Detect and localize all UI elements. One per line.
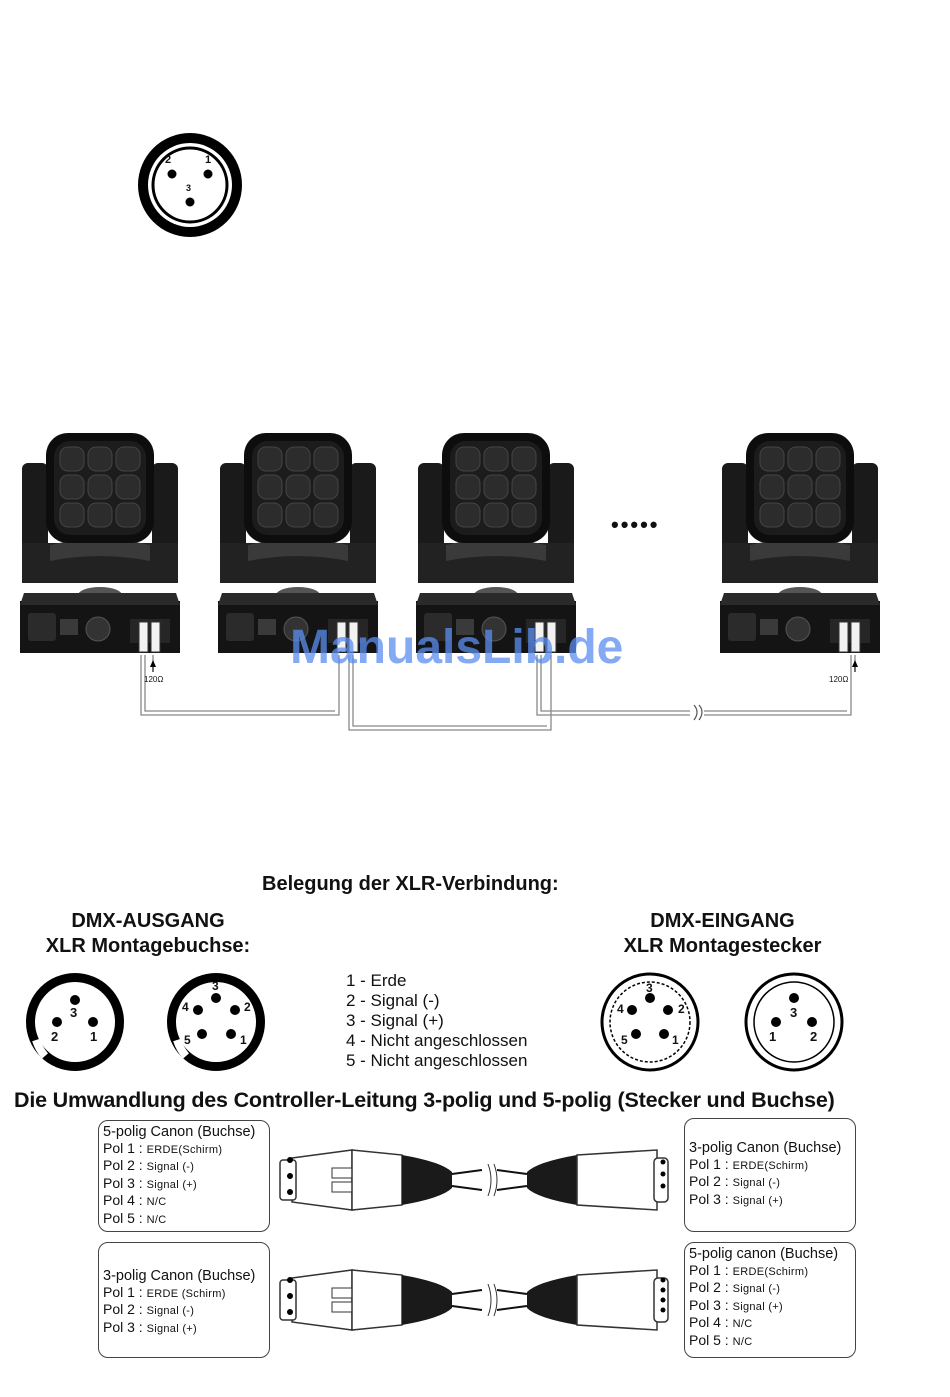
box-row: Pol 5 : N/C bbox=[689, 1331, 753, 1348]
pin-label: 3 bbox=[70, 1005, 78, 1020]
pin-label: 3 bbox=[212, 979, 219, 993]
terminator-label-left: 120Ω bbox=[144, 675, 164, 684]
pin-label: 1 bbox=[205, 154, 212, 166]
pin-label: 2 bbox=[51, 1029, 59, 1044]
dmx-input-heading: DMX-EINGANG XLR Montagestecker bbox=[600, 910, 845, 958]
dmx-input-line1: DMX-EINGANG bbox=[650, 910, 795, 932]
pin-label: 1 bbox=[769, 1029, 777, 1044]
chain-ellipsis: ••••• bbox=[611, 512, 660, 537]
box-row: Pol 3 : Signal (+) bbox=[103, 1174, 197, 1191]
box-row: Pol 1 : ERDE(Schirm) bbox=[103, 1139, 223, 1156]
pin-label: 5 bbox=[621, 1033, 628, 1047]
box-row: Pol 1 : ERDE(Schirm) bbox=[689, 1261, 809, 1278]
box-row: Pol 3 : Signal (+) bbox=[103, 1318, 197, 1335]
terminator-label-right: 120Ω bbox=[829, 675, 849, 684]
adapter-box-3pin-female-right: 3-polig Canon (Buchse) Pol 1 : ERDE(Schi… bbox=[684, 1118, 856, 1232]
pin-label: 1 bbox=[90, 1029, 98, 1044]
pin-label: 4 bbox=[182, 1000, 189, 1014]
pin-label: 2 bbox=[678, 1002, 685, 1016]
box-title: 3-polig Canon (Buchse) bbox=[103, 1268, 256, 1284]
box-row: Pol 2 : Signal (-) bbox=[689, 1279, 781, 1295]
dmx-output-line2: XLR Montagebuchse: bbox=[45, 935, 251, 957]
box-row: Pol 2 : Signal (-) bbox=[103, 1157, 195, 1173]
box-row: Pol 3 : Signal (+) bbox=[689, 1190, 783, 1207]
pin-assignment: 4 - Nicht angeschlossen bbox=[346, 1031, 528, 1050]
box-title: 5-polig Canon (Buchse) bbox=[103, 1124, 256, 1140]
dmx-output-heading: DMX-AUSGANG XLR Montagebuchse: bbox=[28, 910, 268, 958]
adapter-box-3pin-female-left: 3-polig Canon (Buchse) Pol 1 : ERDE (Sch… bbox=[98, 1242, 270, 1358]
pin-assignment: 5 - Nicht angeschlossen bbox=[346, 1051, 528, 1070]
pin-label: 2 bbox=[810, 1029, 818, 1044]
pin-label: 3 bbox=[186, 183, 192, 193]
box-row: Pol 3 : Signal (+) bbox=[689, 1296, 783, 1313]
xlr-assignment-title: Belegung der XLR-Verbindung: bbox=[262, 873, 559, 895]
conversion-title: Die Umwandlung des Controller-Leitung 3-… bbox=[14, 1088, 835, 1112]
pin-assignment: 1 - Erde bbox=[346, 971, 407, 990]
pin-label: 3 bbox=[646, 981, 653, 995]
box-row: Pol 2 : Signal (-) bbox=[103, 1301, 195, 1317]
adapter-box-5pin-female: 5-polig Canon (Buchse) Pol 1 : ERDE(Schi… bbox=[98, 1120, 270, 1232]
box-title: 5-polig canon (Buchse) bbox=[689, 1246, 839, 1262]
pin-label: 2 bbox=[244, 1000, 251, 1014]
pin-label: 4 bbox=[617, 1002, 624, 1016]
box-row: Pol 4 : N/C bbox=[689, 1314, 753, 1330]
pin-assignment: 3 - Signal (+) bbox=[346, 1011, 444, 1030]
pin-label: 1 bbox=[240, 1033, 247, 1047]
pin-assignment: 2 - Signal (-) bbox=[346, 991, 440, 1010]
pin-label: 3 bbox=[790, 1005, 798, 1020]
pin-label: 1 bbox=[672, 1033, 679, 1047]
box-row: Pol 5 : N/C bbox=[103, 1209, 167, 1226]
adapter-box-5pin-canon: 5-polig canon (Buchse) Pol 1 : ERDE(Schi… bbox=[684, 1242, 856, 1358]
box-title: 3-polig Canon (Buchse) bbox=[689, 1140, 842, 1156]
pin-assignment-list: 1 - Erde 2 - Signal (-) 3 - Signal (+) 4… bbox=[346, 971, 527, 1071]
box-row: Pol 2 : Signal (-) bbox=[689, 1173, 781, 1189]
pin-label: 5 bbox=[184, 1033, 191, 1047]
pin-label: 2 bbox=[165, 154, 172, 166]
watermark: ManualsLib.de bbox=[290, 621, 624, 674]
dmx-output-line1: DMX-AUSGANG bbox=[71, 910, 225, 932]
dmx-input-line2: XLR Montagestecker bbox=[623, 935, 822, 957]
box-row: Pol 1 : ERDE(Schirm) bbox=[689, 1155, 809, 1172]
box-row: Pol 1 : ERDE (Schirm) bbox=[103, 1283, 226, 1300]
box-row: Pol 4 : N/C bbox=[103, 1192, 167, 1208]
